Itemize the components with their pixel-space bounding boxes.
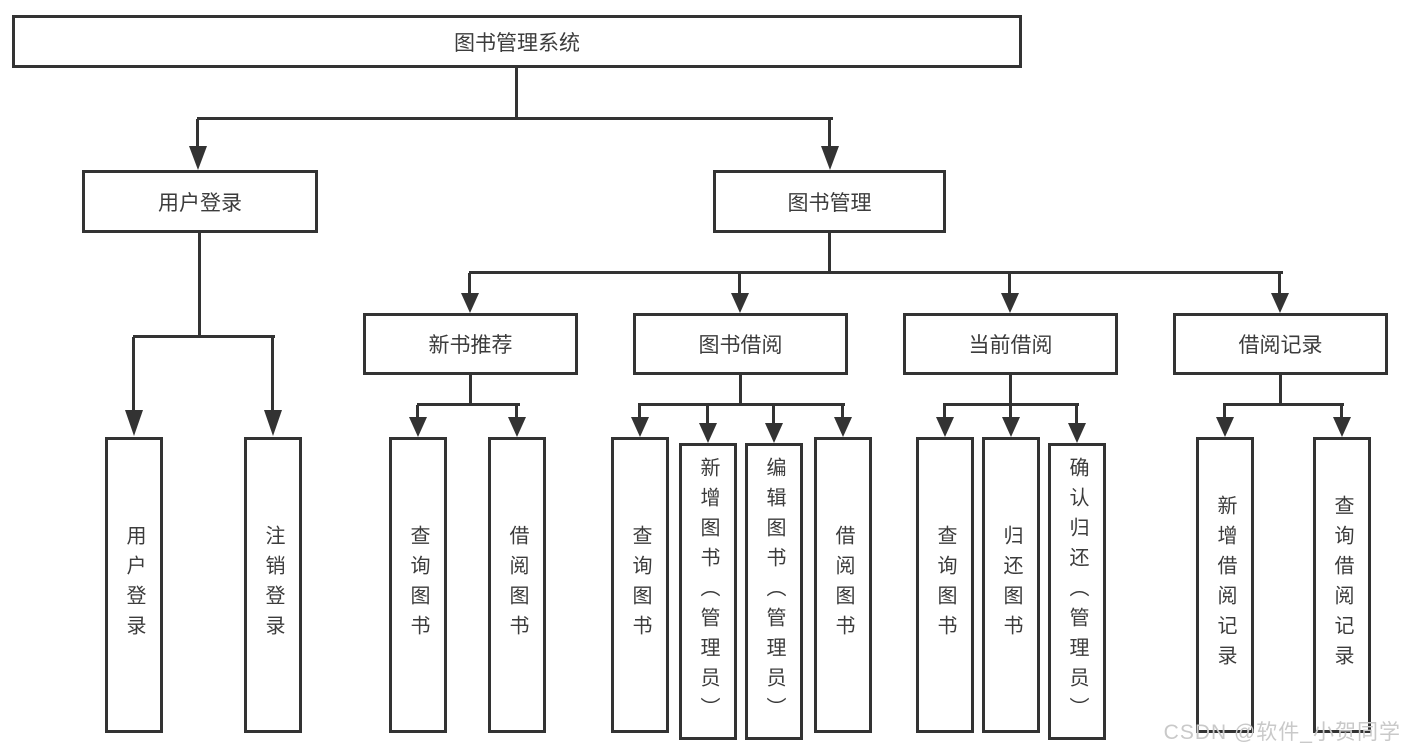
connector-g4-rail: [943, 403, 1079, 406]
connector-g2-drop1: [416, 405, 419, 417]
node-new-book-recommend: 新书推荐: [363, 313, 578, 375]
connector-g3-drop2: [706, 405, 709, 423]
leaf-label: 借阅图书: [506, 525, 528, 645]
leaf-label: 归还图书: [1000, 525, 1022, 645]
leaf-label: 新增图书（管理员）: [697, 456, 719, 727]
connector-drop-book-borrow: [738, 273, 741, 293]
connector-level3-rail: [469, 271, 1283, 274]
leaf-label: 编辑图书（管理员）: [763, 456, 785, 727]
connector-g3-drop1: [638, 405, 641, 417]
arrow-book-mgmt: [821, 146, 839, 170]
leaf-label: 用户登录: [123, 525, 145, 645]
node-label: 用户登录: [158, 191, 242, 215]
connector-root-rail: [197, 117, 833, 120]
connector-g4-drop3: [1075, 405, 1078, 423]
connector-userlogin-stem: [198, 233, 201, 337]
connector-g5-stem: [1279, 375, 1282, 405]
arrow-g4-leaf3: [1068, 423, 1086, 443]
connector-g5-drop2: [1340, 405, 1343, 417]
connector-g2-drop2: [515, 405, 518, 417]
arrow-current-borrow: [1001, 293, 1019, 313]
node-borrow-records: 借阅记录: [1173, 313, 1388, 375]
arrow-g4-leaf1: [936, 417, 954, 437]
connector-bookmgmt-stem: [828, 233, 831, 273]
connector-g4-drop2: [1009, 405, 1012, 417]
leaf-label: 查询借阅记录: [1331, 495, 1353, 675]
leaf-logout: 注销登录: [244, 437, 302, 733]
arrow-g2-leaf2: [508, 417, 526, 437]
leaf-cb-return-books: 归还图书: [982, 437, 1040, 733]
node-label: 图书借阅: [698, 334, 783, 357]
connector-drop-borrow-records: [1278, 273, 1281, 293]
node-current-borrow: 当前借阅: [903, 313, 1118, 375]
node-label: 当前借阅: [968, 334, 1053, 357]
leaf-label: 借阅图书: [832, 525, 854, 645]
arrow-g2-leaf1: [409, 417, 427, 437]
connector-root-stem: [515, 67, 518, 119]
arrow-user-login: [189, 146, 207, 170]
node-book-borrow: 图书借阅: [633, 313, 848, 375]
arrow-borrow-records: [1271, 293, 1289, 313]
leaf-label: 查询图书: [407, 525, 429, 645]
leaf-bb-query-books: 查询图书: [611, 437, 669, 733]
arrow-g5-leaf2: [1333, 417, 1351, 437]
arrow-g3-leaf1: [631, 417, 649, 437]
connector-g3-drop3: [772, 405, 775, 423]
arrow-logout-leaf: [264, 410, 282, 436]
connector-drop-current-borrow: [1008, 273, 1011, 293]
connector-g3-stem: [739, 375, 742, 405]
leaf-nb-query-books: 查询图书: [389, 437, 447, 733]
node-library-system: 图书管理系统: [12, 15, 1022, 68]
arrow-new-book: [461, 293, 479, 313]
leaf-user-login: 用户登录: [105, 437, 163, 733]
connector-drop-book-mgmt: [828, 119, 831, 147]
leaf-cb-confirm-return-admin: 确认归还（管理员）: [1048, 443, 1106, 740]
arrow-login-leaf: [125, 410, 143, 436]
connector-g2-rail: [417, 403, 520, 406]
connector-userlogin-rail: [133, 335, 275, 338]
node-label: 新书推荐: [428, 334, 513, 357]
leaf-label: 查询图书: [629, 525, 651, 645]
leaf-label: 查询图书: [934, 525, 956, 645]
connector-drop-user-login: [196, 119, 199, 147]
arrow-book-borrow: [731, 293, 749, 313]
node-label: 借阅记录: [1238, 334, 1323, 357]
connector-g5-rail: [1223, 403, 1344, 406]
arrow-g3-leaf4: [834, 417, 852, 437]
leaf-br-add-record: 新增借阅记录: [1196, 437, 1254, 733]
connector-g4-drop1: [943, 405, 946, 417]
connector-g3-rail: [638, 403, 845, 406]
connector-g4-stem: [1009, 375, 1012, 405]
connector-drop-login-leaf: [132, 337, 135, 410]
leaf-nb-borrow-books: 借阅图书: [488, 437, 546, 733]
connector-g3-drop4: [841, 405, 844, 417]
connector-g5-drop1: [1223, 405, 1226, 417]
connector-drop-new-book: [468, 273, 471, 293]
leaf-bb-add-books-admin: 新增图书（管理员）: [679, 443, 737, 740]
leaf-cb-query-books: 查询图书: [916, 437, 974, 733]
arrow-g5-leaf1: [1216, 417, 1234, 437]
leaf-label: 新增借阅记录: [1214, 495, 1236, 675]
leaf-br-query-record: 查询借阅记录: [1313, 437, 1371, 733]
arrow-g3-leaf2: [699, 423, 717, 443]
leaf-label: 注销登录: [262, 525, 284, 645]
arrow-g4-leaf2: [1002, 417, 1020, 437]
node-label: 图书管理系统: [454, 31, 580, 55]
leaf-label: 确认归还（管理员）: [1066, 456, 1088, 727]
node-label: 图书管理: [787, 191, 872, 215]
connector-g2-stem: [469, 375, 472, 405]
leaf-bb-edit-books-admin: 编辑图书（管理员）: [745, 443, 803, 740]
csdn-watermark: CSDN @软件_小贺同学: [1163, 721, 1401, 744]
node-book-management: 图书管理: [713, 170, 946, 233]
connector-drop-logout-leaf: [271, 337, 274, 410]
node-user-login: 用户登录: [82, 170, 318, 233]
leaf-bb-borrow-books: 借阅图书: [814, 437, 872, 733]
arrow-g3-leaf3: [765, 423, 783, 443]
